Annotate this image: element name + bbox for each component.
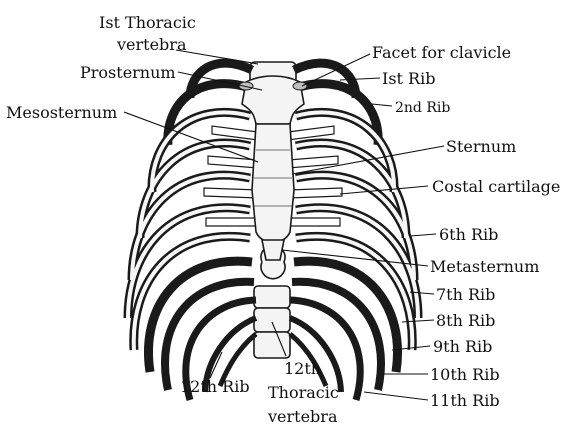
rib-cage-illustration bbox=[123, 58, 423, 401]
label-ninth-rib: 9th Rib bbox=[433, 337, 492, 356]
leader-metasternum bbox=[281, 249, 429, 267]
label-eleventh-rib: 11th Rib bbox=[430, 391, 500, 410]
label-metasternum: Metasternum bbox=[430, 257, 539, 276]
label-sternum: Sternum bbox=[446, 137, 516, 156]
label-seventh-rib: 7th Rib bbox=[436, 285, 495, 304]
leader-first-thoracic-vertebra bbox=[175, 49, 259, 65]
leader-seventh-rib bbox=[409, 291, 435, 295]
rib-highlights bbox=[126, 110, 420, 351]
label-sixth-rib: 6th Rib bbox=[439, 225, 498, 244]
leader-eleventh-rib bbox=[363, 391, 429, 401]
leader-sixth-rib bbox=[409, 233, 437, 237]
leader-facet-for-clavicle bbox=[301, 53, 371, 87]
leader-prosternum bbox=[177, 71, 263, 91]
label-twelfth-rib: 12th Rib bbox=[180, 377, 250, 396]
label-first-rib: Ist Rib bbox=[382, 69, 435, 88]
label-tenth-rib: 10th Rib bbox=[430, 365, 500, 384]
label-first-thoracic-vertebra-line2: vertebra bbox=[116, 35, 187, 54]
label-facet-for-clavicle: Facet for clavicle bbox=[372, 43, 511, 62]
clavicle-facets bbox=[238, 81, 308, 91]
label-costal-cartilage: Costal cartilage bbox=[432, 177, 560, 196]
leader-eighth-rib bbox=[401, 319, 435, 323]
leader-first-rib bbox=[339, 77, 381, 81]
leader-twelfth-thoracic-vertebra bbox=[271, 321, 287, 357]
label-twelfth-thoracic-vertebra-line2: Thoracic bbox=[268, 383, 339, 402]
label-twelfth-thoracic-vertebra-line3: vertebra bbox=[267, 407, 338, 426]
label-mesosternum: Mesosternum bbox=[6, 103, 117, 122]
leader-twelfth-rib bbox=[209, 351, 223, 379]
leader-mesosternum bbox=[123, 111, 259, 163]
leader-lines bbox=[123, 49, 445, 401]
label-second-rib: 2nd Rib bbox=[395, 100, 450, 116]
leader-ninth-rib bbox=[391, 345, 431, 351]
leader-second-rib bbox=[371, 103, 393, 107]
label-eighth-rib: 8th Rib bbox=[436, 311, 495, 330]
label-twelfth-thoracic-vertebra-line1: 12th bbox=[284, 359, 321, 378]
leader-sternum bbox=[291, 145, 445, 175]
label-prosternum: Prosternum bbox=[80, 63, 176, 82]
leader-costal-cartilage bbox=[339, 185, 429, 195]
labels: Ist Thoracic vertebra Prosternum Mesoste… bbox=[6, 13, 560, 426]
label-first-thoracic-vertebra-line1: Ist Thoracic bbox=[99, 13, 196, 32]
sternum bbox=[241, 75, 305, 261]
